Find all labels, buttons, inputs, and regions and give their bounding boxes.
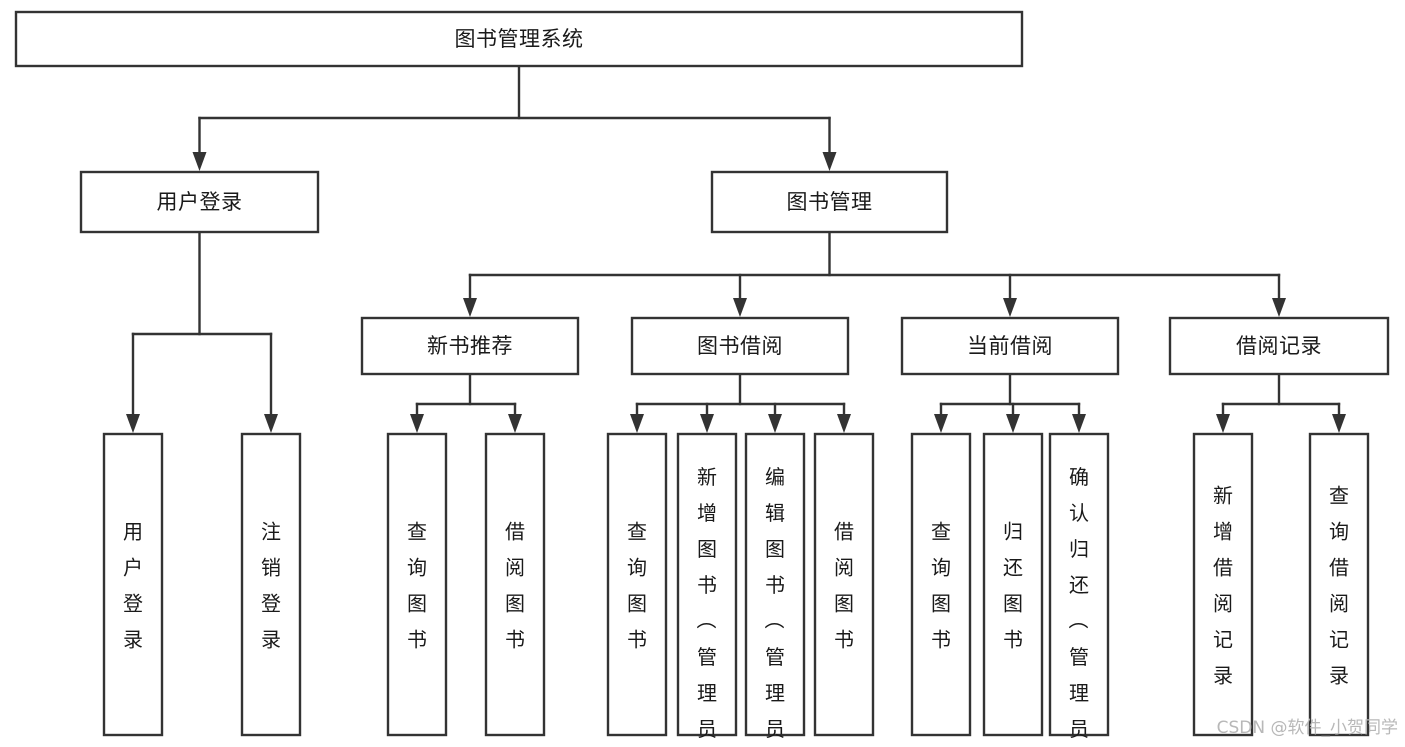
connector-arrowhead: [1216, 414, 1230, 433]
node-leaf[interactable]: 注销登录: [240, 432, 302, 737]
node-box: [360, 316, 580, 376]
connector-arrowhead: [733, 298, 747, 317]
connectors-layer: [126, 64, 1346, 433]
node-level2[interactable]: 图书管理: [710, 170, 949, 234]
node-label: 图书借阅: [697, 334, 783, 358]
node-level2[interactable]: 用户登录: [79, 170, 320, 234]
node-leaf[interactable]: 确认归还（管理员）: [1048, 432, 1110, 747]
node-leaf[interactable]: 编辑图书（管理员）: [744, 432, 806, 747]
node-box: [240, 432, 302, 737]
node-label: 编辑图书（管理员）: [764, 465, 785, 747]
node-label: 查询借阅记录: [1329, 483, 1349, 687]
connector-arrowhead: [463, 298, 477, 317]
node-level3[interactable]: 借阅记录: [1168, 316, 1390, 376]
node-leaf[interactable]: 新增图书（管理员）: [676, 432, 738, 747]
node-box: [744, 432, 806, 737]
connector-arrowhead: [192, 152, 207, 171]
node-leaf[interactable]: 归还图书: [982, 432, 1044, 737]
node-level3[interactable]: 当前借阅: [900, 316, 1120, 376]
node-label: 当前借阅: [967, 334, 1053, 358]
node-label: 确认归还（管理员）: [1068, 465, 1089, 747]
node-level3[interactable]: 图书借阅: [630, 316, 850, 376]
node-box: [710, 170, 949, 234]
nodes-layer: 图书管理系统用户登录图书管理新书推荐图书借阅当前借阅借阅记录用户登录注销登录查询…: [14, 10, 1390, 747]
node-label: 新增图书（管理员）: [696, 465, 717, 747]
node-box: [102, 432, 164, 737]
node-label: 用户登录: [157, 190, 243, 214]
connector-arrowhead: [508, 414, 522, 433]
node-box: [1048, 432, 1110, 737]
node-leaf[interactable]: 用户登录: [102, 432, 164, 737]
node-box: [910, 432, 972, 737]
node-label: 借阅图书: [834, 519, 854, 651]
node-label: 新增借阅记录: [1213, 483, 1233, 687]
node-box: [386, 432, 448, 737]
node-leaf[interactable]: 借阅图书: [813, 432, 875, 737]
node-box: [1308, 432, 1370, 737]
node-leaf[interactable]: 查询借阅记录: [1308, 432, 1370, 737]
connector-arrowhead: [822, 152, 837, 171]
node-label: 注销登录: [261, 519, 281, 651]
node-label: 查询图书: [931, 519, 951, 651]
node-label: 图书管理系统: [455, 27, 584, 51]
node-label: 新书推荐: [427, 334, 513, 358]
node-label: 图书管理: [787, 190, 873, 214]
connector-arrowhead: [410, 414, 424, 433]
node-label: 归还图书: [1003, 519, 1023, 651]
node-label: 用户登录: [123, 519, 143, 651]
connector-arrowhead: [1332, 414, 1346, 433]
node-leaf[interactable]: 查询图书: [606, 432, 668, 737]
connector-arrowhead: [1072, 414, 1086, 433]
node-box: [676, 432, 738, 737]
node-box: [606, 432, 668, 737]
connector-arrowhead: [700, 414, 714, 433]
node-leaf[interactable]: 新增借阅记录: [1192, 432, 1254, 737]
connector-arrowhead: [630, 414, 644, 433]
node-box: [79, 170, 320, 234]
node-box: [1192, 432, 1254, 737]
node-level3[interactable]: 新书推荐: [360, 316, 580, 376]
node-leaf[interactable]: 查询图书: [910, 432, 972, 737]
node-box: [900, 316, 1120, 376]
connector-arrowhead: [1272, 298, 1286, 317]
watermark-label: CSDN @软件_小贺同学: [1217, 718, 1398, 738]
node-label: 借阅图书: [505, 519, 525, 651]
node-box: [630, 316, 850, 376]
node-box: [813, 432, 875, 737]
connector-arrowhead: [768, 414, 782, 433]
connector-arrowhead: [126, 414, 140, 433]
node-label: 借阅记录: [1236, 334, 1322, 358]
node-root[interactable]: 图书管理系统: [14, 10, 1024, 68]
node-box: [982, 432, 1044, 737]
connector-arrowhead: [934, 414, 948, 433]
node-box: [1168, 316, 1390, 376]
connector-arrowhead: [264, 414, 278, 433]
node-leaf[interactable]: 查询图书: [386, 432, 448, 737]
node-box: [14, 10, 1024, 68]
node-leaf[interactable]: 借阅图书: [484, 432, 546, 737]
connector-arrowhead: [1003, 298, 1017, 317]
node-label: 查询图书: [627, 519, 647, 651]
node-box: [484, 432, 546, 737]
node-label: 查询图书: [407, 519, 427, 651]
connector-arrowhead: [837, 414, 851, 433]
connector-arrowhead: [1006, 414, 1020, 433]
